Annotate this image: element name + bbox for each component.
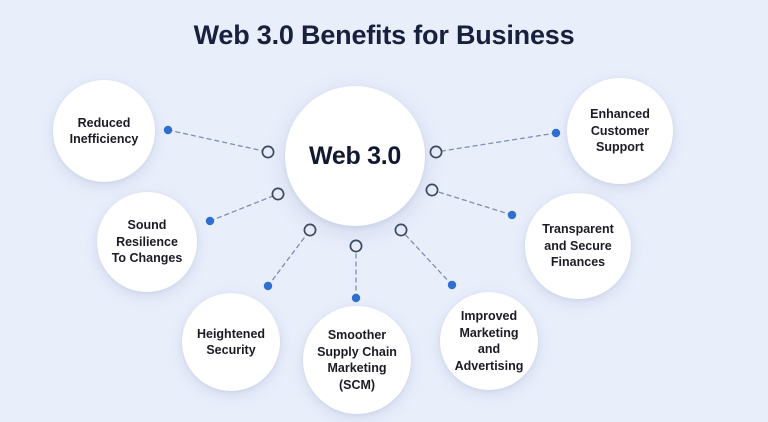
connector-dashed-line <box>431 189 513 216</box>
connector-ring-marker <box>429 145 443 159</box>
connector-dot-marker <box>351 293 361 303</box>
connector-improved-marketing <box>394 223 457 290</box>
connector-dot-marker <box>263 281 273 291</box>
connector-dashed-line <box>167 129 269 153</box>
connector-reduced-inefficiency <box>163 125 275 159</box>
connector-dashed-line <box>435 132 557 153</box>
connector-dashed-line <box>400 229 453 286</box>
connector-ring-marker <box>271 187 285 201</box>
connector-dashed-line <box>267 229 311 287</box>
connector-dashed-line <box>209 193 279 222</box>
connector-dot-marker <box>163 125 173 135</box>
center-node-web3[interactable]: Web 3.0 <box>285 86 425 226</box>
page-title: Web 3.0 Benefits for Business <box>193 20 575 50</box>
connector-dot-marker <box>551 128 561 138</box>
connector-heightened-security <box>263 223 317 291</box>
connector-enhanced-support <box>429 128 561 159</box>
connector-sound-resilience <box>205 187 285 226</box>
connector-dot-marker <box>205 216 215 226</box>
connector-ring-marker <box>349 239 363 253</box>
connector-ring-marker <box>261 145 275 159</box>
connector-ring-marker <box>425 183 439 197</box>
connector-dot-marker <box>507 210 517 220</box>
connector-smoother-scm <box>349 239 363 303</box>
connector-ring-marker <box>303 223 317 237</box>
center-node-web3-label: Web 3.0 <box>309 141 401 170</box>
connector-transparent-finances <box>425 183 517 220</box>
connector-dot-marker <box>447 280 457 290</box>
connector-ring-marker <box>394 223 408 237</box>
